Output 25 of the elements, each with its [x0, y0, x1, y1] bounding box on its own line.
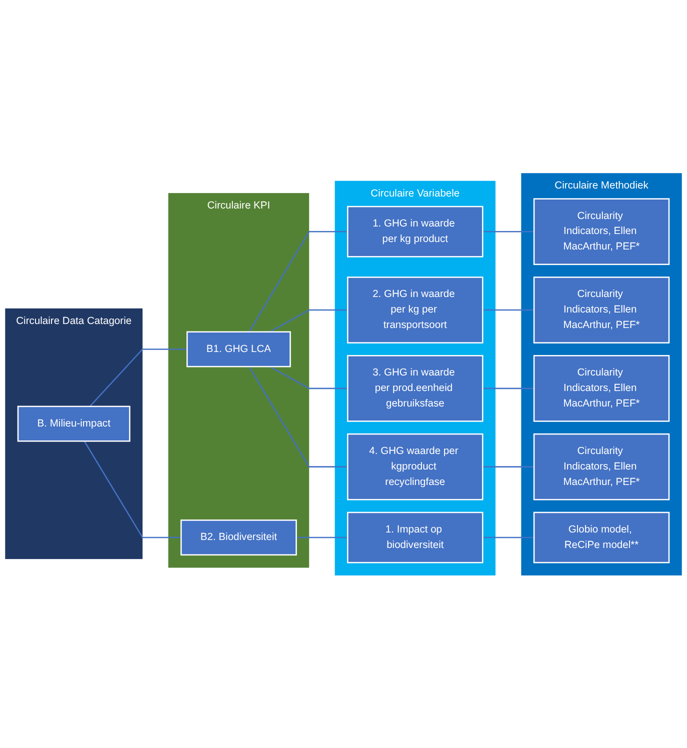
connector [482, 387, 534, 389]
node-box: 4. GHG waarde per kgproduct recyclingfase [347, 433, 484, 500]
connector [482, 309, 534, 310]
node-box: Circularity Indicators, Ellen MacArthur, PEF* [533, 276, 670, 344]
node-box: B2. Biodiversiteit [180, 519, 297, 556]
connector [270, 309, 348, 332]
connector [248, 230, 348, 332]
connector [296, 536, 348, 538]
node-box: Circularity Indicators, Ellen MacArthur, PEF* [533, 198, 670, 265]
node-box: Circularity Indicators, Ellen MacArthur, PEF* [533, 354, 670, 422]
node-box: B1. GHG LCA [186, 330, 291, 367]
connector [84, 440, 182, 538]
node-box: 3. GHG in waarde per prod.eenheid gebruiksfase [347, 354, 484, 422]
connector [482, 230, 534, 232]
connector [89, 348, 188, 407]
node-box: 1. GHG in waarde per kg product [347, 206, 484, 258]
connector [270, 366, 348, 389]
node-box: B. Milieu-impact [17, 405, 130, 442]
node-box: Globio model, ReCiPe model** [533, 512, 670, 563]
node-box: 1. Impact op biodiversiteit [347, 512, 484, 563]
connector [248, 366, 348, 468]
connector [482, 466, 534, 468]
node-box: Circularity Indicators, Ellen MacArthur, PEF* [533, 433, 670, 500]
connector [482, 536, 534, 538]
node-box: 2. GHG in waarde per kg per transportsoort [347, 276, 484, 344]
